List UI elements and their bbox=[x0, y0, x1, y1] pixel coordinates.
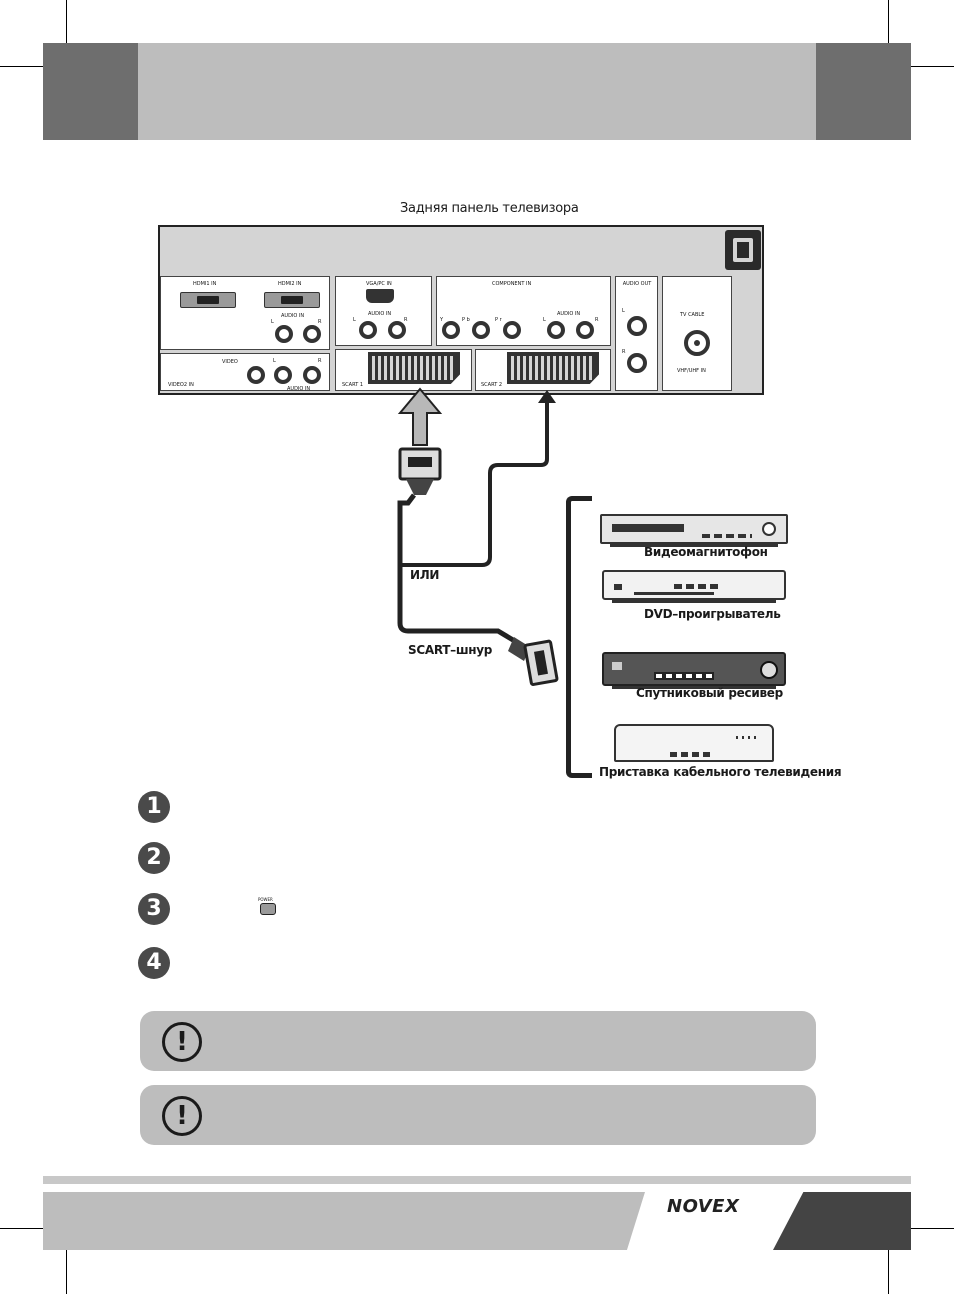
device-bracket bbox=[566, 496, 592, 778]
step-badge: 1 bbox=[138, 791, 170, 823]
rca-jack bbox=[303, 325, 321, 343]
satellite-base bbox=[612, 686, 776, 689]
step-badge: 3 bbox=[138, 893, 170, 925]
rca-jack bbox=[472, 321, 490, 339]
hdmi-audio-in-label: AUDIO IN bbox=[281, 313, 305, 319]
cable-box-device bbox=[614, 724, 774, 762]
component-y-label: Y bbox=[440, 317, 444, 323]
vga-audio-in-label: AUDIO IN bbox=[368, 311, 392, 317]
note-box: ! bbox=[140, 1085, 816, 1145]
rca-jack bbox=[274, 366, 292, 384]
crop-mark bbox=[66, 1238, 67, 1294]
footer-band bbox=[43, 1192, 645, 1250]
scart1-label: SCART 1 bbox=[342, 382, 364, 388]
video2-audio-l-label: L bbox=[273, 358, 276, 364]
exclamation-icon: ! bbox=[162, 1022, 202, 1062]
hdmi1-label: HDMI1 IN bbox=[193, 281, 217, 287]
power-socket bbox=[725, 230, 761, 270]
video2-section bbox=[160, 353, 330, 391]
rca-jack bbox=[388, 321, 406, 339]
video-label: VIDEO bbox=[222, 359, 238, 365]
rca-jack bbox=[303, 366, 321, 384]
audio-out-r-label: R bbox=[622, 349, 626, 355]
footer-page-block bbox=[773, 1192, 911, 1250]
connection-diagram bbox=[397, 387, 559, 686]
component-audio-l-label: L bbox=[543, 317, 546, 323]
component-audio-r-label: R bbox=[595, 317, 599, 323]
scart2-label: SCART 2 bbox=[481, 382, 503, 388]
or-label: ИЛИ bbox=[410, 568, 440, 582]
component-label: COMPONENT IN bbox=[492, 281, 532, 287]
rca-jack bbox=[576, 321, 594, 339]
scart1-pins bbox=[372, 356, 454, 380]
brand-logo: NOVEX bbox=[667, 1196, 740, 1217]
header-block-right bbox=[816, 43, 911, 140]
vcr-base bbox=[610, 544, 778, 547]
antenna-jack bbox=[684, 330, 710, 356]
dvd-base bbox=[612, 600, 776, 603]
rca-jack bbox=[627, 353, 647, 373]
crop-mark bbox=[0, 1228, 56, 1229]
crop-mark bbox=[898, 66, 954, 67]
device-label-vcr: Видеомагнитофон bbox=[644, 545, 768, 559]
power-button-icon bbox=[260, 903, 276, 915]
video2-audio-in-label: AUDIO IN bbox=[287, 386, 311, 392]
rca-jack bbox=[547, 321, 565, 339]
crop-mark bbox=[888, 1238, 889, 1294]
scart-cable bbox=[397, 509, 520, 646]
scart2-pins bbox=[511, 356, 593, 380]
device-label-cable-box: Приставка кабельного телевидения bbox=[599, 765, 842, 779]
vcr-device bbox=[600, 514, 788, 544]
scart2-arrow bbox=[400, 403, 549, 567]
video2-label: VIDEO2 IN bbox=[168, 382, 194, 388]
rca-jack bbox=[503, 321, 521, 339]
vga-section bbox=[335, 276, 432, 346]
footer-rule bbox=[43, 1176, 911, 1184]
scart-cable-label: SCART–шнур bbox=[408, 643, 493, 657]
video2-audio-r-label: R bbox=[318, 358, 322, 364]
device-label-satellite: Спутниковый ресивер bbox=[636, 686, 783, 700]
vga-label: VGA/PC IN bbox=[366, 281, 392, 287]
crop-mark bbox=[888, 0, 889, 56]
rca-jack bbox=[627, 316, 647, 336]
note-box: ! bbox=[140, 1011, 816, 1071]
device-label-dvd: DVD–проигрыватель bbox=[644, 607, 781, 621]
audio-out-label: AUDIO OUT bbox=[622, 281, 652, 287]
header-block-left bbox=[43, 43, 138, 140]
header-band bbox=[43, 43, 911, 140]
hdmi2-port bbox=[264, 292, 320, 308]
tv-cable-label: TV CABLE bbox=[680, 312, 705, 318]
panel-title: Задняя панель телевизора bbox=[400, 201, 579, 216]
power-label: POWER bbox=[258, 897, 273, 902]
vhf-uhf-label: VHF/UHF IN bbox=[677, 368, 706, 374]
hdmi-audio-r-label: R bbox=[318, 319, 322, 325]
rca-jack bbox=[247, 366, 265, 384]
crop-mark bbox=[66, 0, 67, 56]
vga-audio-l-label: L bbox=[353, 317, 356, 323]
dvd-device bbox=[602, 570, 786, 600]
crop-mark bbox=[0, 66, 56, 67]
hdmi-audio-l-label: L bbox=[271, 319, 274, 325]
rca-jack bbox=[359, 321, 377, 339]
hdmi1-port bbox=[180, 292, 236, 308]
vga-port bbox=[366, 289, 394, 303]
audio-out-l-label: L bbox=[622, 308, 625, 314]
component-pr-label: P r bbox=[495, 317, 502, 323]
component-pb-label: P b bbox=[462, 317, 470, 323]
component-audio-in-label: AUDIO IN bbox=[557, 311, 581, 317]
crop-mark bbox=[898, 1228, 954, 1229]
exclamation-icon: ! bbox=[162, 1096, 202, 1136]
satellite-receiver-device bbox=[602, 652, 786, 686]
hdmi-section bbox=[160, 276, 330, 350]
hdmi2-label: HDMI2 IN bbox=[278, 281, 302, 287]
rca-jack bbox=[275, 325, 293, 343]
step-badge: 4 bbox=[138, 947, 170, 979]
scart1-arrow bbox=[397, 387, 443, 446]
step-badge: 2 bbox=[138, 842, 170, 874]
scart2-arrowhead bbox=[538, 390, 556, 403]
vga-audio-r-label: R bbox=[404, 317, 408, 323]
rca-jack bbox=[442, 321, 460, 339]
